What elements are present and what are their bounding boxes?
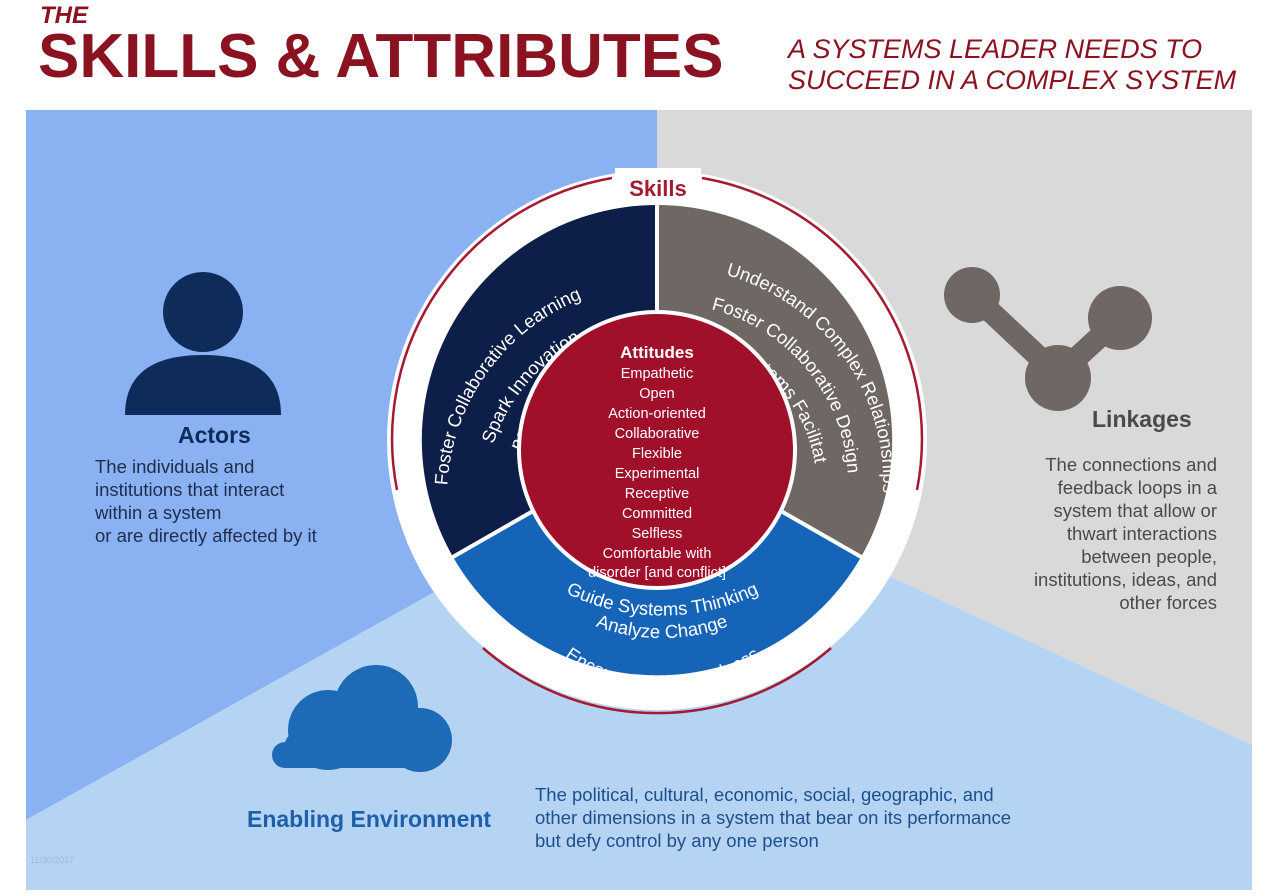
attitude-item: Empathetic [621, 366, 694, 382]
linkages-title: Linkages [1092, 406, 1192, 432]
page-title: SKILLS & ATTRIBUTES [38, 22, 724, 91]
attitude-item: Committed [622, 506, 692, 522]
skills-label-bg [615, 168, 701, 198]
actors-title: Actors [178, 422, 251, 448]
attitudes-circle [517, 310, 797, 590]
attitude-item: Flexible [632, 446, 682, 462]
attitude-item: Selfless [632, 526, 683, 542]
page-subtitle: A SYSTEMS LEADER NEEDS TO SUCCEED IN A C… [788, 34, 1236, 96]
skills-arc-left [390, 176, 613, 491]
skills-arc-bottom [482, 647, 832, 715]
environment-description: The political, cultural, economic, socia… [535, 784, 1012, 851]
skills-label: Skills [629, 176, 686, 201]
attitudes-title: Attitudes [620, 343, 694, 362]
network-nodes-icon [944, 267, 1152, 411]
attitude-item: Receptive [625, 486, 689, 502]
header-the: THE [40, 2, 88, 29]
skills-arc-right [701, 176, 924, 491]
attitude-item: Collaborative [615, 426, 700, 442]
attitude-item: Experimental [615, 466, 700, 482]
environment-title: Enabling Environment [247, 806, 492, 832]
actors-description: The individuals and institutions that in… [95, 456, 317, 546]
subtitle-line-2: SUCCEED IN A COMPLEX SYSTEM [788, 65, 1237, 95]
attitude-item: disorder [and conflict] [588, 565, 726, 581]
date-mark: 11/30/2017 [30, 855, 75, 865]
person-icon [125, 272, 281, 415]
linkages-description: The connections and feedback loops in a … [1033, 454, 1217, 613]
subtitle-line-1: A SYSTEMS LEADER NEEDS TO [788, 34, 1203, 64]
cloud-icon [272, 665, 452, 772]
header: THE SKILLS & ATTRIBUTES A SYSTEMS LEADER… [0, 0, 1279, 110]
attitude-item: Comfortable with [603, 546, 712, 562]
attitude-item: Action-oriented [608, 406, 706, 422]
attitude-item: Open [639, 386, 674, 402]
